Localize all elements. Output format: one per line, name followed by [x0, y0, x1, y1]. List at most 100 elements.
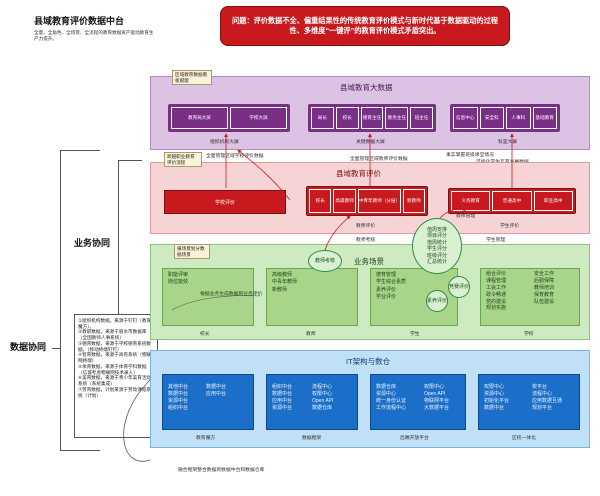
it-panel-4	[478, 374, 580, 430]
school-item: 后勤保障	[534, 277, 555, 284]
green-column-label: 学校	[524, 332, 534, 337]
school-items-col1: 组合评价 课程管理 工会工作 政令畅通 党的建设 规划实施	[486, 271, 506, 312]
dept-safety: 安全科	[479, 107, 504, 129]
data-label: 数据协同	[10, 342, 47, 352]
it-item: 权限中心	[312, 391, 333, 397]
it-panel-3-col-b: 权限中心 Open API 物联网平台 大数据平台	[424, 384, 449, 412]
green-title: 业务场景	[354, 257, 384, 266]
it-item: 数据中台	[272, 391, 293, 397]
it-item: 物联网平台	[424, 398, 450, 404]
big-screen-school: 学校大屏	[230, 107, 287, 129]
eval-senior-teacher: 高级教师	[333, 189, 356, 213]
green-note: 报场景划分数据场景	[174, 244, 210, 259]
school-items-col2: 安全工作 后勤保障 教师培训 保育教育 队伍建设	[534, 271, 554, 305]
student-items: 德育管理 学生综合素质 素养评价 学业评价	[376, 272, 406, 301]
role-director: 局长	[311, 107, 334, 129]
problem-text: 问题：评价数据不全、偏重结果性的传统教育评价模式与新时代基于数据驱动的过程性、多…	[232, 15, 498, 35]
student-item: 德育管理	[376, 272, 397, 278]
it-item: 其他中台	[168, 384, 189, 390]
edge-label-e: 教师考核	[356, 238, 376, 243]
purple-sublabel: 科室大屏	[498, 140, 518, 145]
it-panel-2-col-a: 组织中台 数据中台 应用中台 资源中台	[272, 384, 292, 412]
student-item: 素养评价	[376, 286, 397, 293]
data-summary-items: 值周安排 项目评分 值周统计 学生评分 班级评分 汇总统计	[427, 227, 447, 266]
page-title: 县域教育评价数据中台	[34, 16, 125, 26]
brace-business-v	[118, 160, 119, 320]
data-summary-item: 班级评分	[426, 252, 447, 259]
brace-business-t	[118, 160, 142, 161]
purple-sublabel: 组织机构大屏	[210, 140, 239, 145]
it-item: 权限中心	[424, 384, 445, 390]
data-source-item: ⑦劳育数据，计划来源于劳动课程系统（计划）	[78, 386, 152, 398]
data-summary-item: 学生评分	[426, 246, 447, 252]
eval-new-teacher: 新教师	[402, 189, 426, 213]
school-item: 安全工作	[534, 271, 555, 277]
teacher-assessment-label: 教师考核	[314, 257, 335, 264]
it-item: 资源中台	[272, 405, 293, 411]
purple-title: 县域教育大数据	[340, 83, 393, 92]
teacher-eval-group: 校长 高级教师 中青年教师（分层） 新教师	[306, 186, 428, 216]
big-screen-group: 教育局大屏 学校大屏	[168, 104, 290, 132]
it-item: 资源中心	[484, 391, 505, 397]
role-principal: 校长	[335, 107, 359, 129]
school-item: 政令畅通	[486, 291, 507, 298]
green-bottom-note: 根据业务生成数据到业务评价	[200, 292, 263, 297]
school-item: 规划实施	[486, 305, 507, 312]
teacher-items: 高级教师 中青年教师 新教师	[272, 272, 297, 294]
blue-sublabel: 教育魔方	[196, 436, 216, 441]
green-column-label: 教师	[306, 332, 316, 337]
it-item: 数据仓库	[376, 384, 397, 390]
edge-label-h: 教师管理	[456, 214, 476, 219]
edge-label-b: 全面管理区域教师评价数据	[350, 157, 408, 162]
blue-title: IT架构与数仓	[346, 357, 391, 366]
it-panel-1-col-b: 数据中台 应用中台	[206, 384, 226, 398]
data-source-item: ②教职数据，来源于丽水市数据库（全国教师人事系统）	[78, 329, 147, 341]
data-summary-item: 值周统计	[426, 239, 447, 246]
eval-young-teacher: 中青年教师（分层）	[357, 189, 401, 213]
brace-vertical	[60, 150, 61, 450]
student-item: 学业评价	[376, 293, 397, 300]
it-item: 组织中台	[272, 384, 293, 390]
school-item: 课程管理	[486, 277, 507, 284]
teacher-assessment-circle: 教师考核	[308, 250, 342, 272]
it-panel-2	[266, 374, 358, 430]
edge-label-c: 事实掌握班级课堂情况	[446, 153, 494, 158]
school-item: 保育教育	[534, 291, 555, 298]
it-item: 流程中心	[532, 391, 553, 397]
it-item: 资源中台	[168, 398, 189, 404]
role-screen-group: 局长 校长 德育主任 教务主任 班主任	[308, 104, 436, 132]
school-item: 队伍建设	[534, 298, 555, 305]
red-sublabel: 学生评价	[500, 224, 520, 229]
competition-circle: 竞赛评价	[448, 276, 470, 298]
it-panel-2-col-b: 流程中心 权限中心 Open API 数据仓库	[312, 384, 333, 412]
role-class-teacher: 班主任	[410, 107, 433, 129]
school-item: 教师培训	[534, 284, 555, 291]
purple-note: 区域教育数据看板赋能	[172, 70, 212, 85]
dept-basic: 基础教育	[532, 107, 557, 129]
it-item: 组织中台	[168, 405, 189, 411]
it-item: 数据仓库	[312, 405, 333, 411]
page-subtitle: 全量、全角色、全场景、全流程的教育数据资产驱动教育生产力提升。	[34, 30, 154, 41]
data-source-item: ④智育数据，来源于阅卷系统（物联网终端）	[78, 352, 152, 364]
data-summary-item: 项目评分	[426, 233, 447, 239]
brace-mid	[52, 348, 61, 349]
dept-hr: 人事科	[506, 107, 531, 129]
brace-top	[60, 150, 100, 151]
red-title: 县域教育评价	[336, 169, 381, 178]
blue-bottom-note: 融合框架整合数据到数据中台和数据仓库	[178, 468, 265, 473]
ability-label: 素养评价	[427, 297, 448, 304]
it-item: 资源中心	[376, 391, 397, 397]
it-panel-4-col-b: 校平台 流程中心 应用数据互通 规划平台	[532, 384, 562, 412]
ability-circle: 素养评价	[426, 290, 448, 312]
student-eval-group: 义务教育 普通高中 职业高中	[448, 188, 576, 214]
it-item: 初始化平台	[484, 398, 510, 404]
edge-label-a: 全面管理区域学校评价数据	[206, 154, 264, 159]
it-panel-4-col-a: 权限中心 资源中心 初始化平台 数据中台	[484, 384, 509, 412]
problem-box: 问题：评价数据不全、偏重结果性的传统教育评价模式与新时代基于数据驱动的过程性、多…	[220, 6, 510, 46]
principal-item: 岗位能效	[168, 279, 189, 286]
school-item: 组合评价	[486, 271, 507, 277]
it-panel-3-col-a: 数据仓库 资源中心 统一身份认证 工作流程中心	[376, 384, 406, 412]
school-eval-label: 学校评价	[214, 199, 235, 206]
eval-vocational: 职业高中	[533, 191, 573, 211]
it-item: 流程中心	[312, 384, 333, 390]
